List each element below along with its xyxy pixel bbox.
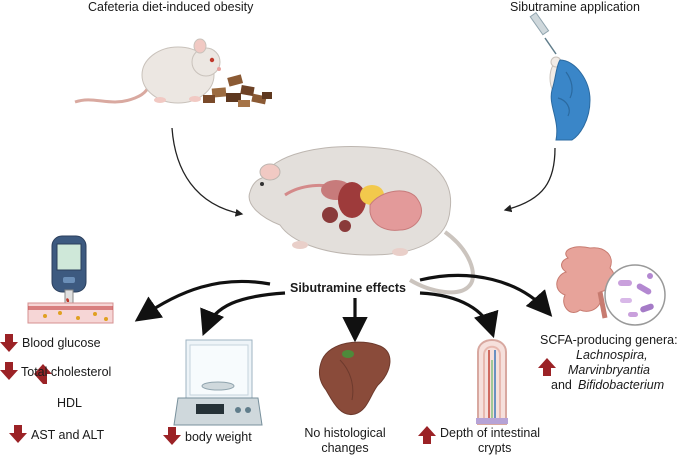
arrow-up-icon [34,364,52,384]
arrow-up-icon [538,358,556,376]
label-hdl: HDL [57,396,83,410]
label-blood-glucose: Blood glucose [22,336,101,350]
label-no-histological: No histological [304,426,386,440]
liver-icon [318,341,391,416]
connector-arrow-left [171,127,244,217]
arrow-down-icon [163,427,181,445]
effect-arrows [134,273,553,343]
label-lachnospira: Lachnospira, [576,348,648,362]
cafeteria-food-pellets-icon [203,74,272,107]
header-cafeteria-diet: Cafeteria diet-induced obesity [88,0,254,14]
obese-rat-icon [74,38,221,104]
label-bifidobacterium: Bifidobacterium [578,378,665,392]
label-body-weight: body weight [185,430,252,444]
label-crypts: crypts [478,441,512,455]
analytical-balance-icon [173,339,263,426]
rat-anatomy-icon [248,146,475,295]
arrow-down-icon [0,334,18,352]
label-and: and [551,378,572,392]
injection-glove-icon [529,11,591,141]
glucometer-icon [51,235,87,307]
label-depth-intestinal: Depth of intestinal [440,426,541,440]
blood-vessel-icon [27,298,114,324]
arrow-down-icon [9,425,27,443]
label-changes: changes [321,441,369,455]
gut-microbiota-icon [556,246,666,326]
label-ast-alt: AST and ALT [31,428,105,442]
label-total-cholesterol: Total cholesterol [21,365,112,379]
sibutramine-effects-title: Sibutramine effects [290,281,407,295]
label-marvinbryantia: Marvinbryantia [568,363,650,377]
header-sibutramine-application: Sibutramine application [510,0,640,14]
arrow-up-icon [418,426,436,444]
arrow-down-icon [0,362,18,380]
connector-arrow-right [503,147,556,213]
intestinal-crypt-icon [476,339,508,425]
label-scfa-genera: SCFA-producing genera: [540,333,678,347]
